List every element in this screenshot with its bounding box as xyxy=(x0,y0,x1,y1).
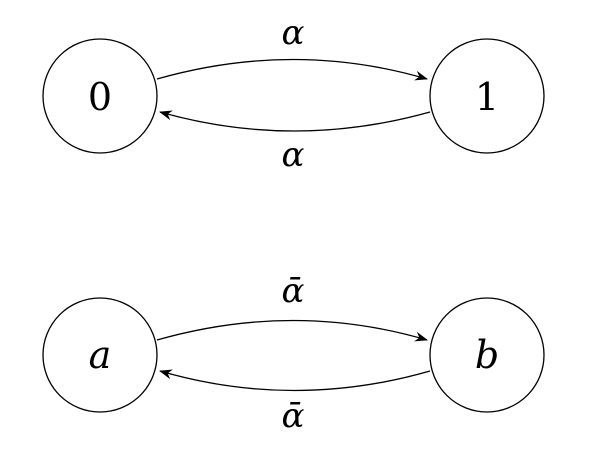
node-label-a: a xyxy=(89,333,112,377)
edge-label-0-to-1: α xyxy=(282,13,305,53)
edge-label-a-to-b: ᾱ xyxy=(282,271,305,311)
diagram-top: α α 0 1 xyxy=(42,13,545,175)
node-label-b: b xyxy=(475,333,499,377)
edge-1-to-0 xyxy=(159,110,431,132)
edge-b-to-a xyxy=(159,369,431,392)
node-a: a xyxy=(42,297,158,413)
edge-label-b-to-a: ᾱ xyxy=(282,396,305,436)
edge-0-to-1 xyxy=(156,58,428,81)
edge-a-to-b xyxy=(156,319,428,342)
node-0: 0 xyxy=(42,38,158,154)
node-b: b xyxy=(429,297,545,413)
node-label-1: 1 xyxy=(475,75,499,119)
edge-label-1-to-0: α xyxy=(282,135,305,175)
node-label-0: 0 xyxy=(88,75,112,119)
node-1: 1 xyxy=(429,38,545,154)
diagram-bottom: ᾱ ᾱ a b xyxy=(42,271,545,436)
